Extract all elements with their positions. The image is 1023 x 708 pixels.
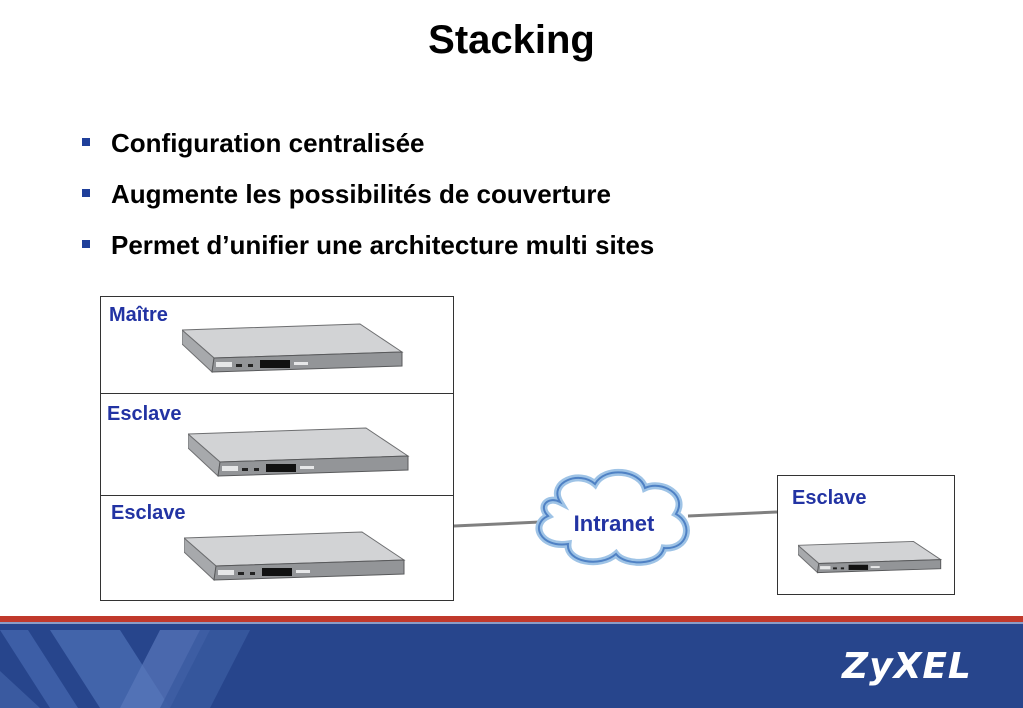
cloud-icon	[535, 468, 690, 566]
bullet-list: Configuration centralisée Augmente les p…	[78, 124, 654, 277]
stack-label-slave-1: Esclave	[107, 403, 182, 425]
stack-label-master: Maître	[109, 304, 168, 326]
stack-panel	[100, 296, 454, 601]
bullet-square-icon	[82, 138, 90, 146]
slide-title: Stacking	[428, 18, 595, 62]
remote-label-slave: Esclave	[792, 487, 867, 509]
stack-divider	[101, 393, 453, 394]
link-cloud-to-remote	[687, 510, 778, 518]
stack-divider	[101, 495, 453, 496]
stack-label-slave-2: Esclave	[111, 502, 186, 524]
bullet-square-icon	[82, 189, 90, 197]
cloud-label: Intranet	[574, 511, 655, 536]
bullet-text: Augmente les possibilités de couverture	[111, 179, 611, 209]
link-stack-to-cloud	[453, 520, 541, 528]
switch-device-icon	[182, 323, 404, 374]
bullet-item: Configuration centralisée	[78, 124, 654, 175]
bullet-square-icon	[82, 240, 90, 248]
bullet-text: Configuration centralisée	[111, 128, 425, 158]
bullet-text: Permet d’unifier une architecture multi …	[111, 230, 655, 260]
switch-device-icon	[188, 427, 410, 478]
switch-device-icon	[184, 531, 406, 582]
switch-device-icon	[798, 540, 942, 574]
bullet-item: Permet d’unifier une architecture multi …	[78, 226, 654, 277]
zyxel-logo: ZyXEL	[842, 646, 972, 687]
bullet-item: Augmente les possibilités de couverture	[78, 175, 654, 226]
remote-site-panel	[777, 475, 955, 595]
footer-band	[0, 616, 1023, 708]
